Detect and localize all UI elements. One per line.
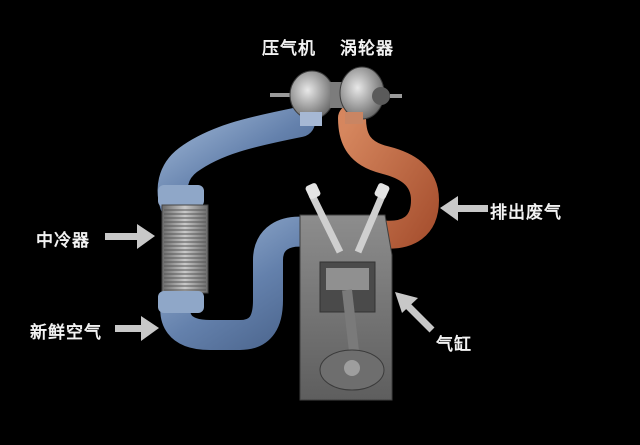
arrow-fresh-air: [115, 316, 159, 341]
pipe-exhaust-to-turbine: [338, 104, 440, 249]
label-exhaust: 排出废气: [490, 203, 562, 223]
exhaust-valve: [354, 183, 390, 254]
pipe-intercooler-to-intake: [160, 216, 345, 350]
label-turbine: 涡轮器: [340, 39, 394, 59]
label-cylinder: 气缸: [436, 335, 472, 355]
intercooler: [158, 185, 209, 313]
label-compressor: 压气机: [262, 39, 316, 59]
engine-cylinder: [299, 214, 393, 401]
label-fresh-air: 新鲜空气: [30, 323, 102, 343]
arrow-exhaust: [440, 196, 488, 221]
arrow-intercooler: [105, 224, 155, 249]
intake-valve: [305, 183, 344, 254]
arrow-cylinder: [395, 292, 435, 333]
label-intercooler: 中冷器: [36, 231, 90, 251]
turbocharger: [270, 66, 402, 126]
